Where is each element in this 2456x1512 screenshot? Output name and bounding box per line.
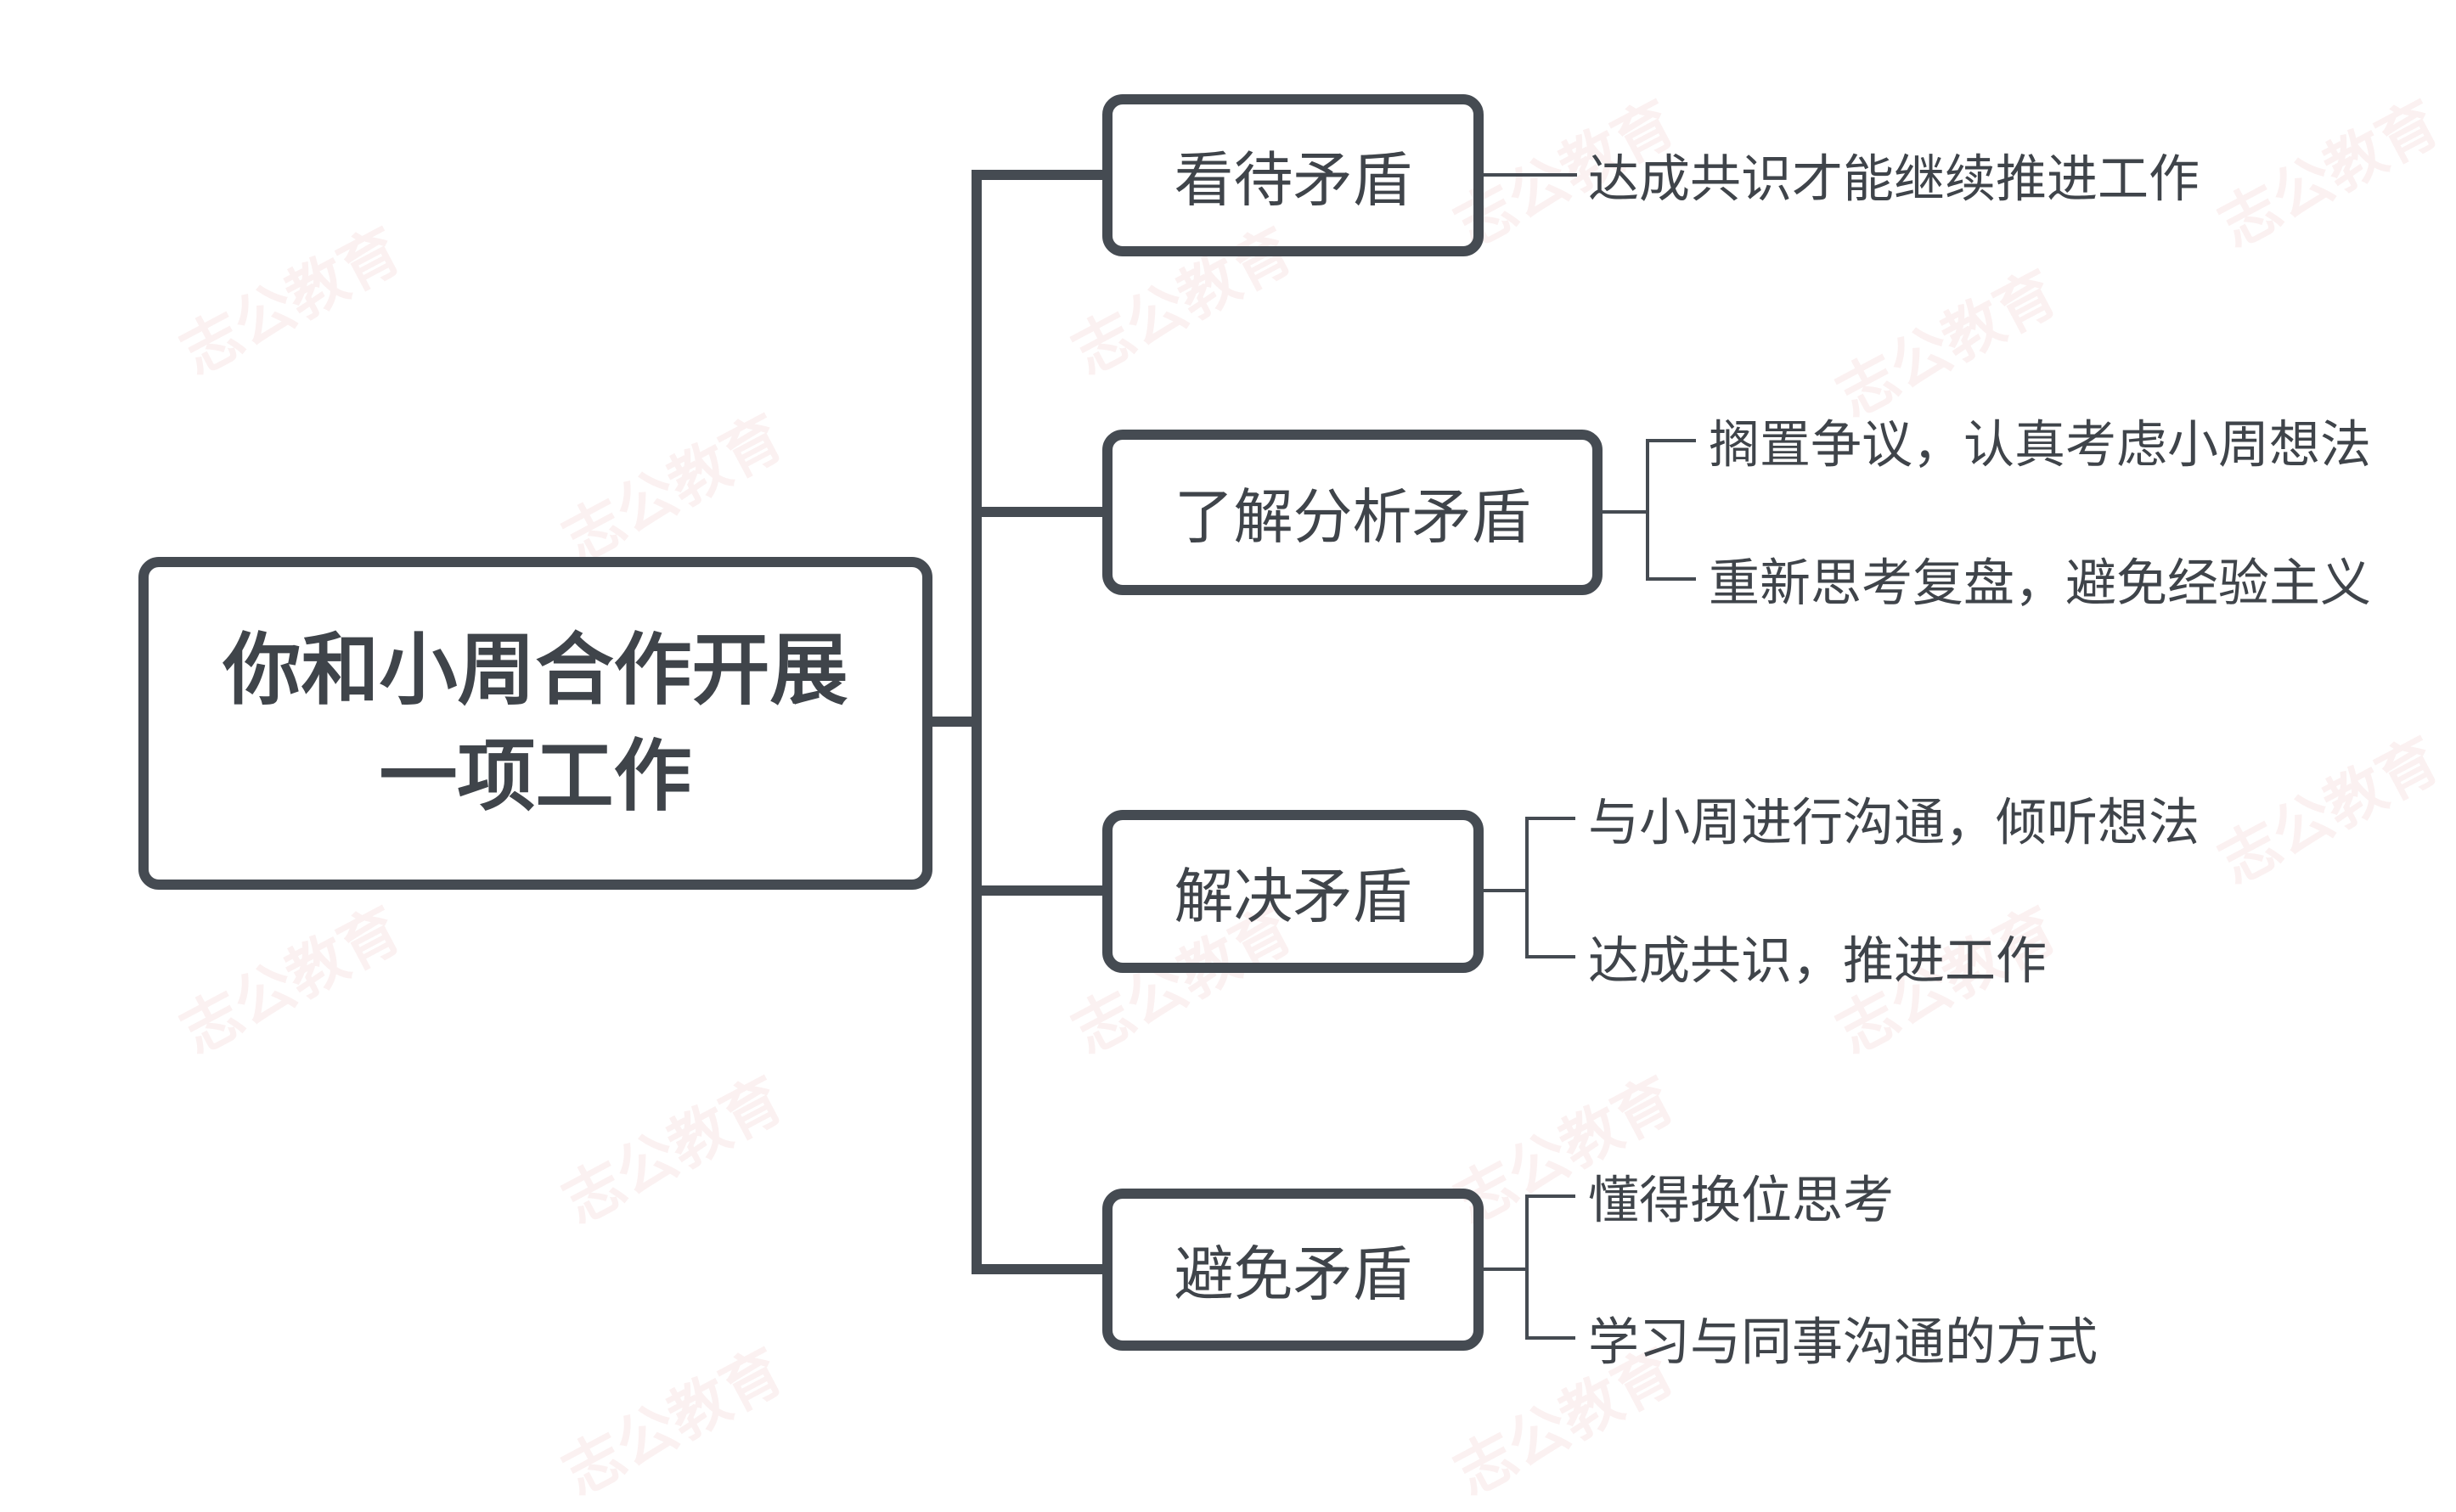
branch-node[interactable]: 了解分析矛盾: [1102, 430, 1603, 595]
root-node[interactable]: 你和小周合作开展一项工作: [138, 557, 932, 890]
branch-label: 避免矛盾: [1174, 1239, 1412, 1309]
connector-lines: [927, 170, 1696, 1340]
branch-node[interactable]: 看待矛盾: [1102, 94, 1484, 256]
leaf-node[interactable]: 搁置争议，认真考虑小周想法: [1709, 415, 2371, 475]
leaf-node[interactable]: 达成共识才能继续推进工作: [1588, 149, 2200, 210]
leaf-node[interactable]: 重新思考复盘，避免经验主义: [1709, 554, 2371, 614]
branch-node[interactable]: 解决矛盾: [1102, 810, 1484, 973]
leaf-bracket: [1601, 439, 1696, 581]
branch-label: 了解分析矛盾: [1174, 482, 1531, 552]
leaf-node[interactable]: 达成共识，推进工作: [1588, 931, 2047, 992]
leaf-node[interactable]: 懂得换位思考: [1588, 1171, 1894, 1231]
branch-label: 解决矛盾: [1174, 861, 1412, 931]
leaf-bracket: [1480, 817, 1575, 958]
leaf-node[interactable]: 学习与同事沟通的方式: [1588, 1312, 2098, 1373]
leaf-bracket: [1480, 1194, 1575, 1340]
root-label: 你和小周合作开展一项工作: [223, 625, 848, 822]
branch-label: 看待矛盾: [1174, 145, 1412, 215]
leaf-node[interactable]: 与小周进行沟通，倾听想法: [1588, 793, 2200, 853]
branch-node[interactable]: 避免矛盾: [1102, 1189, 1484, 1351]
